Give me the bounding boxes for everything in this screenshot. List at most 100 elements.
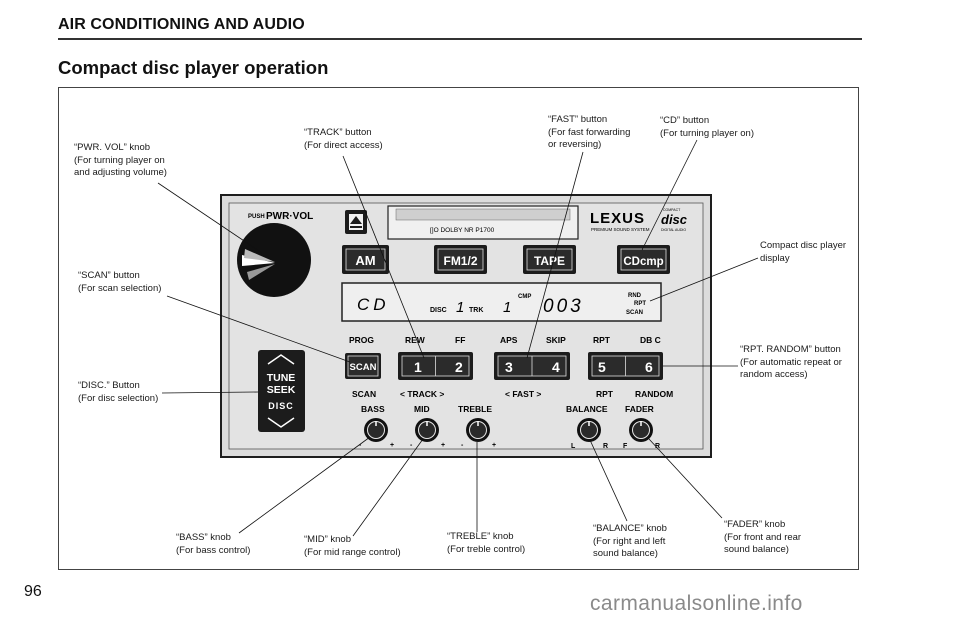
svg-text:BASS: BASS (361, 404, 385, 414)
slot-label: []O DOLBY NR P1700 (430, 227, 495, 234)
svg-text:+: + (441, 442, 445, 449)
svg-text:DB C: DB C (640, 335, 661, 345)
svg-text:R: R (603, 443, 608, 450)
callout-disc: “DISC.” Button(For disc selection) (78, 380, 159, 404)
svg-text:TREBLE: TREBLE (458, 404, 492, 414)
svg-text:RND: RND (628, 293, 642, 299)
svg-text:+: + (390, 442, 394, 449)
svg-text:+: + (492, 442, 496, 449)
svg-text:SCAN: SCAN (350, 362, 377, 373)
bass-knob[interactable] (364, 418, 388, 442)
fm-button[interactable]: FM1/2 (434, 245, 487, 274)
svg-text:5: 5 (598, 359, 606, 375)
svg-text:DIGITAL AUDIO: DIGITAL AUDIO (661, 228, 686, 232)
svg-text:SKIP: SKIP (546, 335, 566, 345)
callout-cd: “CD” button(For turning player on) (660, 115, 754, 139)
knob-labels: BASS MID TREBLE BALANCE FADER (361, 404, 654, 414)
tune-seek-disc-rocker[interactable]: TUNE SEEK DISC (258, 350, 305, 432)
svg-text:003: 003 (543, 296, 584, 317)
callout-scan: “SCAN” button(For scan selection) (78, 270, 162, 294)
preset-rocker-3-4[interactable]: 3 4 (494, 352, 570, 380)
svg-text:DISC: DISC (430, 307, 447, 314)
svg-text:R: R (655, 443, 660, 450)
mid-knob[interactable] (415, 418, 439, 442)
preset-rocker-5-6[interactable]: 5 6 (588, 352, 663, 380)
scan-button[interactable]: SCAN (345, 353, 381, 379)
figure-frame (58, 87, 859, 570)
svg-text:1: 1 (503, 299, 511, 316)
svg-text:MID: MID (414, 404, 430, 414)
svg-text:-: - (359, 442, 362, 449)
watermark: carmanualsonline.info (590, 592, 803, 615)
svg-text:-: - (461, 442, 464, 449)
svg-text:2: 2 (455, 359, 463, 375)
callout-bass: “BASS” knob(For bass control) (176, 532, 251, 556)
svg-text:TUNE: TUNE (267, 372, 296, 384)
svg-text:BALANCE: BALANCE (566, 404, 608, 414)
svg-text:CMP: CMP (518, 294, 531, 300)
svg-text:1: 1 (414, 359, 422, 375)
treble-knob[interactable] (466, 418, 490, 442)
fader-knob[interactable] (629, 418, 653, 442)
section-header: AIR CONDITIONING AND AUDIO (58, 16, 305, 33)
callout-mid: “MID” knob(For mid range control) (304, 534, 401, 558)
premium-sound-label: PREMIUM SOUND SYSTEM (591, 227, 650, 232)
push-label: PUSH (248, 214, 265, 220)
callout-rpt-random: “RPT. RANDOM” button(For automatic repea… (740, 344, 842, 380)
svg-text:SEEK: SEEK (267, 384, 296, 396)
callout-treble: “TREBLE” knob(For treble control) (447, 531, 526, 555)
svg-text:APS: APS (500, 335, 518, 345)
page-number: 96 (24, 583, 42, 600)
svg-text:FADER: FADER (625, 404, 654, 414)
svg-text:L: L (571, 443, 576, 450)
svg-text:1: 1 (456, 299, 464, 316)
eject-button[interactable] (345, 210, 367, 234)
function-labels-bottom: SCAN < TRACK > < FAST > RPT RANDOM (352, 389, 673, 399)
svg-text:4: 4 (552, 359, 560, 375)
svg-text:AM: AM (355, 253, 375, 268)
svg-text:REW: REW (405, 335, 426, 345)
callout-leader-lines (157, 139, 759, 537)
svg-text:3: 3 (505, 359, 513, 375)
header-rule (58, 38, 862, 40)
svg-text:COMPACT: COMPACT (663, 208, 681, 212)
knob-range-marks: - + - + - + L R F R (359, 442, 660, 450)
cd-button[interactable]: CDcmp (617, 245, 670, 274)
svg-text:TAPE: TAPE (534, 254, 565, 268)
callout-track: “TRACK” button(For direct access) (304, 127, 383, 151)
page-title: Compact disc player operation (58, 57, 329, 78)
am-button[interactable]: AM (342, 245, 389, 274)
svg-text:RANDOM: RANDOM (635, 389, 673, 399)
svg-text:< FAST >: < FAST > (505, 389, 541, 399)
svg-text:CDcmp: CDcmp (623, 256, 663, 268)
svg-text:RPT: RPT (596, 389, 614, 399)
lexus-logo: LEXUS (590, 210, 645, 227)
svg-text:PROG: PROG (349, 335, 374, 345)
preset-rocker-1-2[interactable]: 1 2 (398, 352, 473, 380)
pwr-vol-knob[interactable] (237, 223, 311, 297)
disc-rocker-label: DISC (268, 401, 294, 411)
svg-text:< TRACK >: < TRACK > (400, 389, 444, 399)
svg-text:TRK: TRK (469, 307, 483, 314)
svg-text:FM1/2: FM1/2 (443, 254, 477, 268)
svg-text:CD: CD (357, 295, 390, 314)
svg-text:RPT: RPT (634, 301, 646, 307)
svg-text:F: F (623, 443, 628, 450)
svg-text:6: 6 (645, 359, 653, 375)
tape-button[interactable]: TAPE (523, 245, 576, 274)
pwr-vol-label: PWR·VOL (266, 211, 313, 222)
function-labels-top: PROG REW FF APS SKIP RPT DB C (349, 335, 661, 345)
svg-text:FF: FF (455, 335, 465, 345)
balance-knob[interactable] (577, 418, 601, 442)
cd-player-display: CD DISC 1 TRK 1 CMP 003 RND RPT SCAN (341, 282, 662, 322)
compact-disc-logo: COMPACT disc DIGITAL AUDIO (661, 208, 688, 232)
cassette-slot: []O DOLBY NR P1700 (387, 205, 579, 240)
svg-text:SCAN: SCAN (352, 389, 376, 399)
svg-text:-: - (410, 442, 413, 449)
